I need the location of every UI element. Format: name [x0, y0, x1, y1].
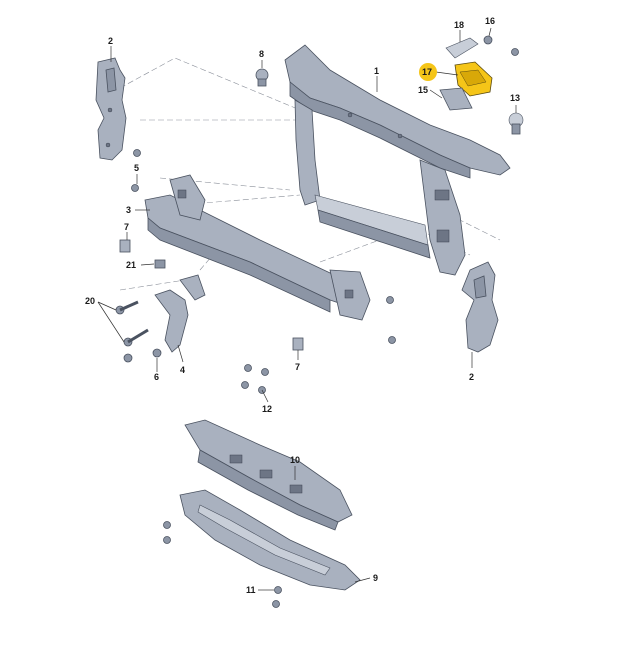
part-17-highlighted-bracket [454, 61, 493, 97]
label-20: 20 [85, 296, 95, 306]
label-1: 1 [374, 66, 379, 76]
callout-labels: 1 2 2 3 4 5 6 7 7 8 9 10 11 12 13 15 16 … [85, 16, 520, 595]
label-6: 6 [154, 372, 159, 382]
label-8: 8 [259, 49, 264, 59]
label-11: 11 [246, 585, 256, 595]
label-12: 12 [262, 404, 272, 414]
label-13: 13 [510, 93, 520, 103]
part-15-mount [439, 87, 473, 111]
part-9-lower-cover [179, 489, 361, 591]
part-1-lock-carrier [284, 44, 511, 276]
label-4: 4 [180, 365, 185, 375]
label-17: 17 [422, 67, 432, 77]
part-2-right-bracket [461, 261, 499, 353]
part-18-cover-plate [445, 37, 479, 59]
part-2-left-bracket [95, 57, 127, 161]
part-10-absorber [184, 419, 353, 531]
highlight-marker [419, 63, 437, 81]
label-7-left: 7 [124, 222, 129, 232]
label-10: 10 [290, 455, 300, 465]
label-5: 5 [134, 163, 139, 173]
label-2-left: 2 [108, 36, 113, 46]
label-16: 16 [485, 16, 495, 26]
label-18: 18 [454, 20, 464, 30]
part-4-bracket [154, 274, 206, 353]
leader-lines [97, 27, 517, 591]
fasteners [115, 35, 524, 608]
label-9: 9 [373, 573, 378, 583]
label-7-center: 7 [295, 362, 300, 372]
label-2-right: 2 [469, 372, 474, 382]
label-3: 3 [126, 205, 131, 215]
part-3-bumper-beam [144, 174, 371, 321]
label-21: 21 [126, 260, 136, 270]
label-15: 15 [418, 85, 428, 95]
